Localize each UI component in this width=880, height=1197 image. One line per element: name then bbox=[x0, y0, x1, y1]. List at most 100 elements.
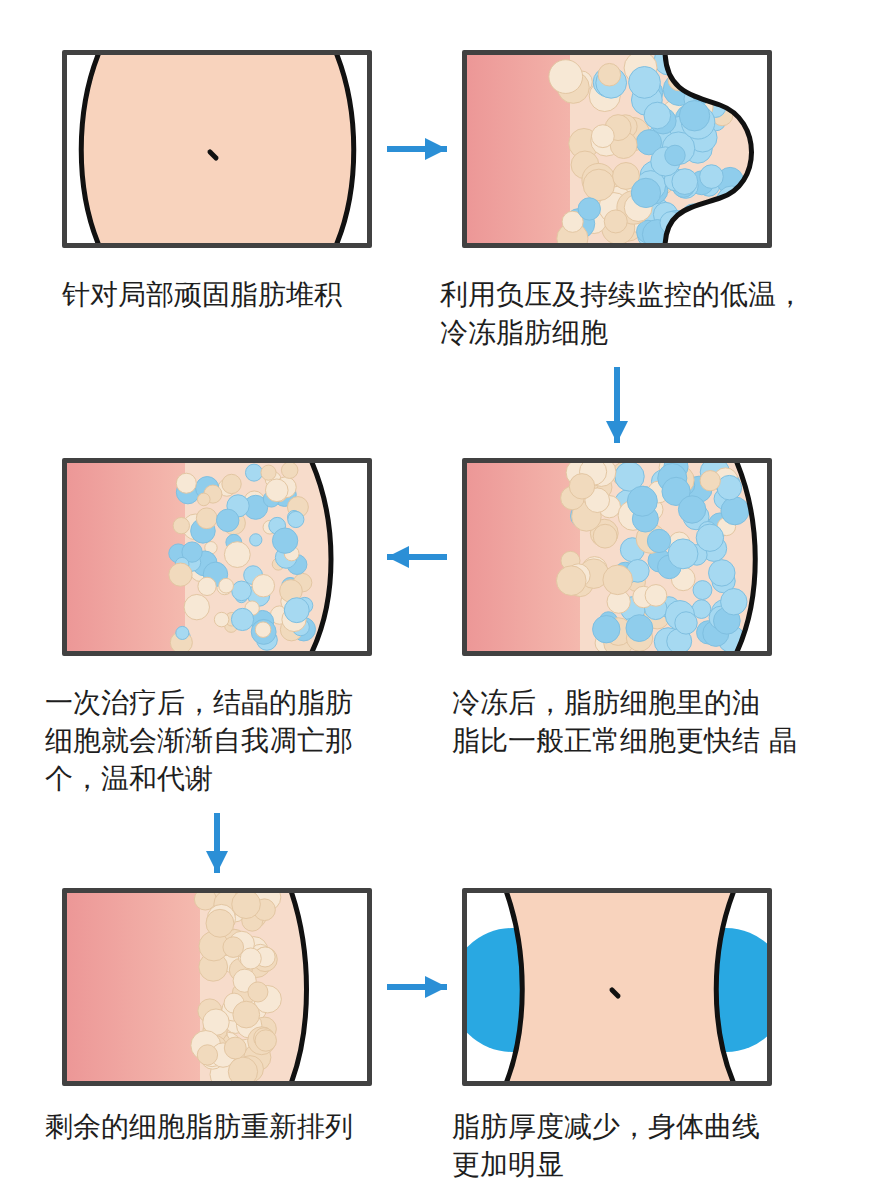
body-outline bbox=[81, 55, 100, 243]
frozen-fat-cell bbox=[644, 102, 671, 129]
fat-cell bbox=[232, 893, 261, 919]
frozen-fat-cell bbox=[631, 178, 660, 207]
step-caption: 利用负压及持续监控的低温， 冷冻脂肪细胞 bbox=[440, 276, 830, 352]
torso bbox=[81, 55, 354, 243]
flow-arrow bbox=[387, 554, 447, 560]
fat-cell bbox=[197, 493, 210, 506]
frozen-fat-cell bbox=[231, 608, 253, 630]
panel-ground bbox=[67, 463, 367, 651]
step-caption: 一次治疗后，结晶的脂肪 细胞就会渐渐自我凋亡那 个，温和代谢 bbox=[45, 684, 390, 798]
step-caption: 冷冻后，脂肪细胞里的油 脂比一般正常细胞更快结 晶 bbox=[452, 684, 797, 760]
frozen-fat-cell bbox=[668, 539, 698, 569]
fat-cell bbox=[233, 1001, 260, 1028]
fat-cell bbox=[593, 524, 617, 548]
panel-art bbox=[67, 463, 367, 651]
skin-line bbox=[665, 55, 752, 243]
outside-ground bbox=[290, 893, 367, 1081]
frozen-fat-cell bbox=[626, 615, 653, 642]
fat-cell bbox=[252, 575, 274, 597]
frozen-fat-cell bbox=[251, 620, 276, 645]
muscle-tissue bbox=[67, 463, 192, 651]
frozen-fat-cell bbox=[672, 169, 698, 195]
frozen-fat-cell bbox=[721, 497, 749, 525]
frozen-fat-cell bbox=[245, 464, 262, 481]
fat-cell bbox=[196, 508, 217, 529]
fat-cell bbox=[206, 909, 234, 937]
fat-cell bbox=[184, 594, 209, 619]
fat-cell bbox=[591, 125, 614, 148]
flow-arrow bbox=[387, 146, 447, 152]
fat-cell bbox=[598, 63, 621, 86]
panel-art bbox=[467, 893, 767, 1081]
frozen-fat-cell bbox=[717, 475, 742, 500]
fat-cell bbox=[240, 948, 261, 969]
fat-cell bbox=[198, 577, 216, 595]
fat-cell bbox=[248, 1027, 276, 1055]
fat-cell bbox=[265, 479, 288, 502]
fat-cell bbox=[549, 60, 583, 94]
fat-cell bbox=[255, 1030, 276, 1051]
flow-arrow bbox=[387, 984, 447, 990]
outside-ground bbox=[665, 55, 767, 243]
step-caption: 针对局部顽固脂肪堆积 bbox=[62, 276, 392, 314]
frozen-fat-cell bbox=[288, 511, 304, 527]
frozen-fat-cell bbox=[216, 509, 238, 531]
step-panel: 剩余的细胞脂肪重新排列 bbox=[62, 888, 372, 1146]
body-outline bbox=[716, 893, 735, 1081]
fat-layer bbox=[185, 463, 335, 651]
fat-cell bbox=[222, 474, 241, 493]
step-caption: 脂肪厚度减少，身体曲线 更加明显 bbox=[452, 1108, 797, 1184]
step-panel: 冷冻后，脂肪细胞里的油 脂比一般正常细胞更快结 晶 bbox=[462, 458, 772, 760]
frozen-fat-cell bbox=[647, 529, 670, 552]
frozen-fat-cell bbox=[679, 101, 709, 131]
fat-cell bbox=[569, 474, 594, 499]
fat-cell bbox=[224, 542, 250, 568]
frozen-fat-cell bbox=[696, 524, 723, 551]
step-panel: 一次治疗后，结晶的脂肪 细胞就会渐渐自我凋亡那 个，温和代谢 bbox=[62, 458, 372, 798]
outside-ground bbox=[310, 463, 367, 651]
frozen-fat-cell bbox=[721, 589, 747, 615]
body-outline bbox=[335, 55, 354, 243]
frozen-fat-cell bbox=[578, 198, 600, 220]
panel-frame bbox=[62, 888, 372, 1086]
outside-ground bbox=[735, 463, 767, 651]
fat-cell bbox=[224, 1037, 246, 1059]
step-panel: 针对局部顽固脂肪堆积 bbox=[62, 50, 372, 314]
frozen-fat-cell bbox=[232, 581, 252, 601]
body-outline bbox=[505, 893, 522, 1081]
frozen-fat-cell bbox=[284, 598, 309, 623]
muscle-tissue bbox=[67, 893, 207, 1081]
fat-cell bbox=[603, 565, 633, 595]
panel-frame bbox=[462, 888, 772, 1086]
frozen-fat-cell bbox=[272, 528, 297, 553]
step-panel: 利用负压及持续监控的低温， 冷冻脂肪细胞 bbox=[462, 50, 772, 352]
fat-cell bbox=[255, 622, 271, 638]
fat-cell bbox=[248, 982, 268, 1002]
fat-cell bbox=[219, 578, 234, 593]
fat-cell bbox=[700, 471, 720, 491]
frozen-fat-cell bbox=[593, 616, 620, 643]
panel-art bbox=[467, 463, 767, 651]
fat-cell bbox=[223, 937, 244, 958]
panel-frame bbox=[462, 50, 772, 248]
panel-art bbox=[67, 55, 367, 243]
muscle-tissue bbox=[467, 55, 602, 243]
fat-cell bbox=[228, 1057, 257, 1081]
fat-cell bbox=[173, 517, 189, 533]
fat-cell bbox=[556, 566, 586, 596]
frozen-fat-cell bbox=[629, 67, 661, 99]
frozen-fat-cell bbox=[709, 560, 735, 586]
frozen-fat-cell bbox=[678, 496, 705, 523]
fat-cell bbox=[604, 210, 627, 233]
panel-frame bbox=[62, 50, 372, 248]
navel bbox=[612, 990, 618, 996]
fat-cell bbox=[261, 465, 276, 480]
fat-cell bbox=[176, 473, 196, 493]
frozen-fat-cell bbox=[665, 145, 685, 165]
flow-arrow bbox=[614, 367, 620, 443]
panel-ground bbox=[467, 463, 767, 651]
fat-cell bbox=[169, 563, 192, 586]
